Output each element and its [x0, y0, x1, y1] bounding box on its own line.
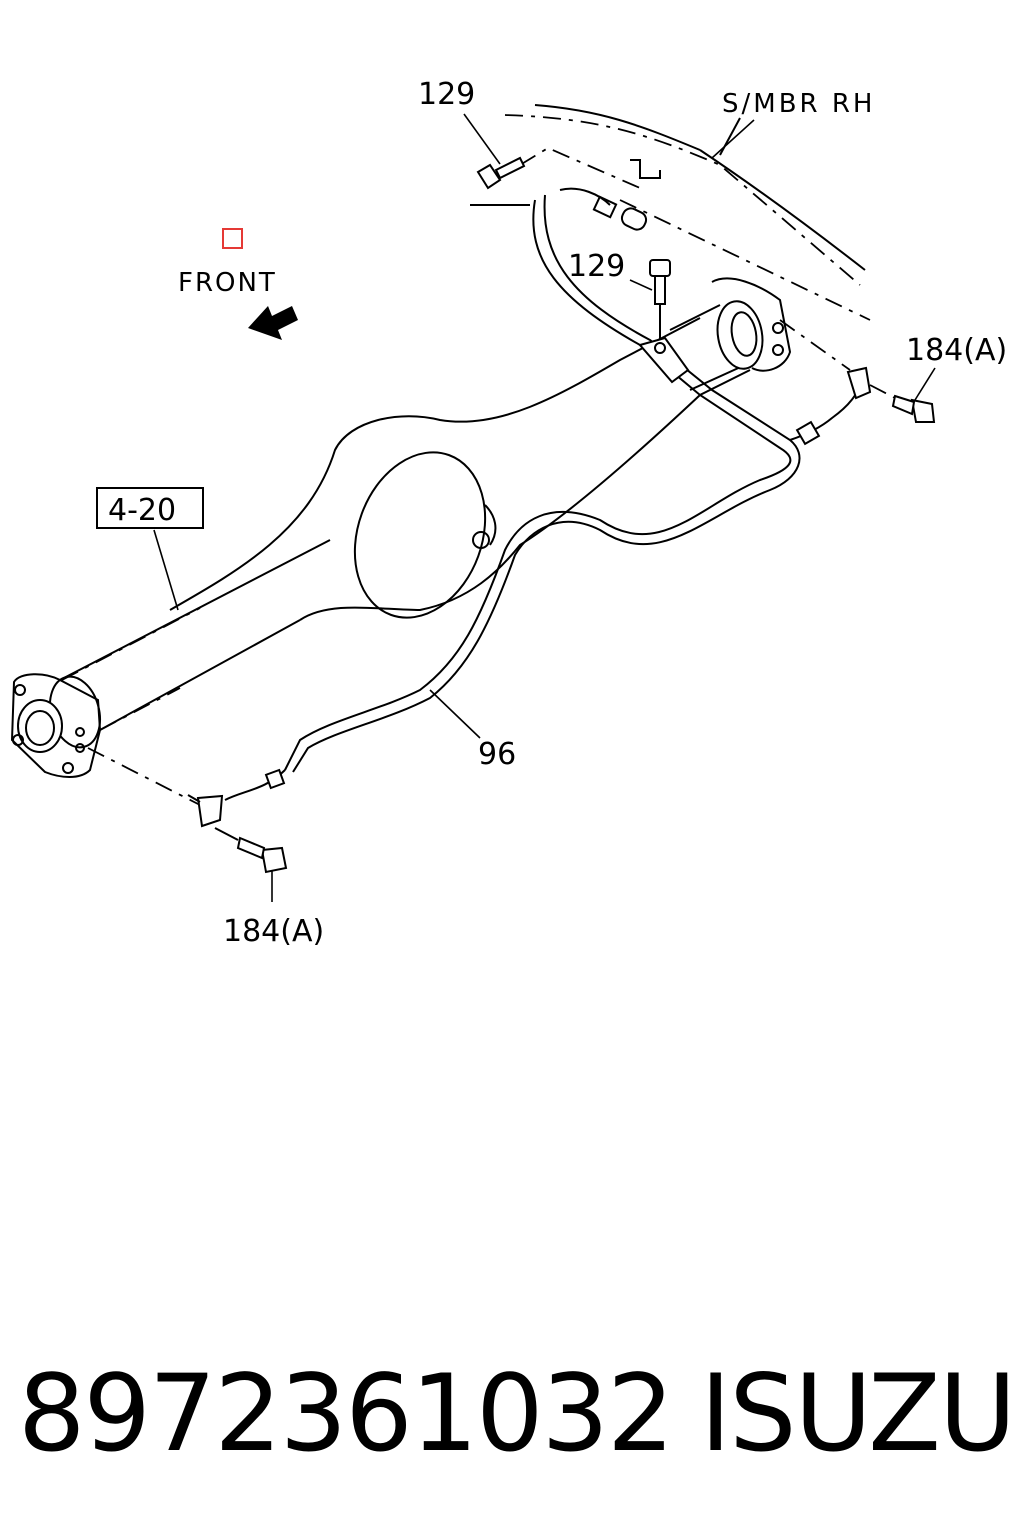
axle-housing [10, 277, 851, 806]
side-member-rail [504, 104, 871, 321]
red-square-icon [222, 228, 243, 249]
callout-bolt-bottom: 184(A) [223, 914, 324, 949]
brand-name: ISUZU [700, 1352, 1016, 1475]
front-arrow-icon [248, 306, 298, 340]
callout-bolt-top: 129 [418, 77, 475, 112]
footer: 8972361032 ISUZU [0, 1352, 1024, 1475]
abs-harness [187, 187, 872, 828]
callout-harness: 96 [478, 737, 516, 772]
callout-bolt-right: 184(A) [906, 333, 1007, 368]
bolt-top-129 [476, 156, 526, 190]
bolt-right-184a [869, 384, 936, 423]
bolt-mid-129 [649, 259, 671, 340]
bolt-bottom-184a [214, 827, 288, 874]
callout-axle-ref: 4-20 [108, 493, 176, 528]
part-number: 8972361032 [18, 1352, 674, 1475]
harness-bracket [470, 146, 661, 231]
callout-bolt-mid: 129 [568, 249, 625, 284]
callout-side-member: S/MBR RH [722, 89, 875, 119]
axle-ref-box [96, 487, 204, 529]
front-label: FRONT [178, 268, 277, 298]
leader-lines [153, 113, 936, 902]
